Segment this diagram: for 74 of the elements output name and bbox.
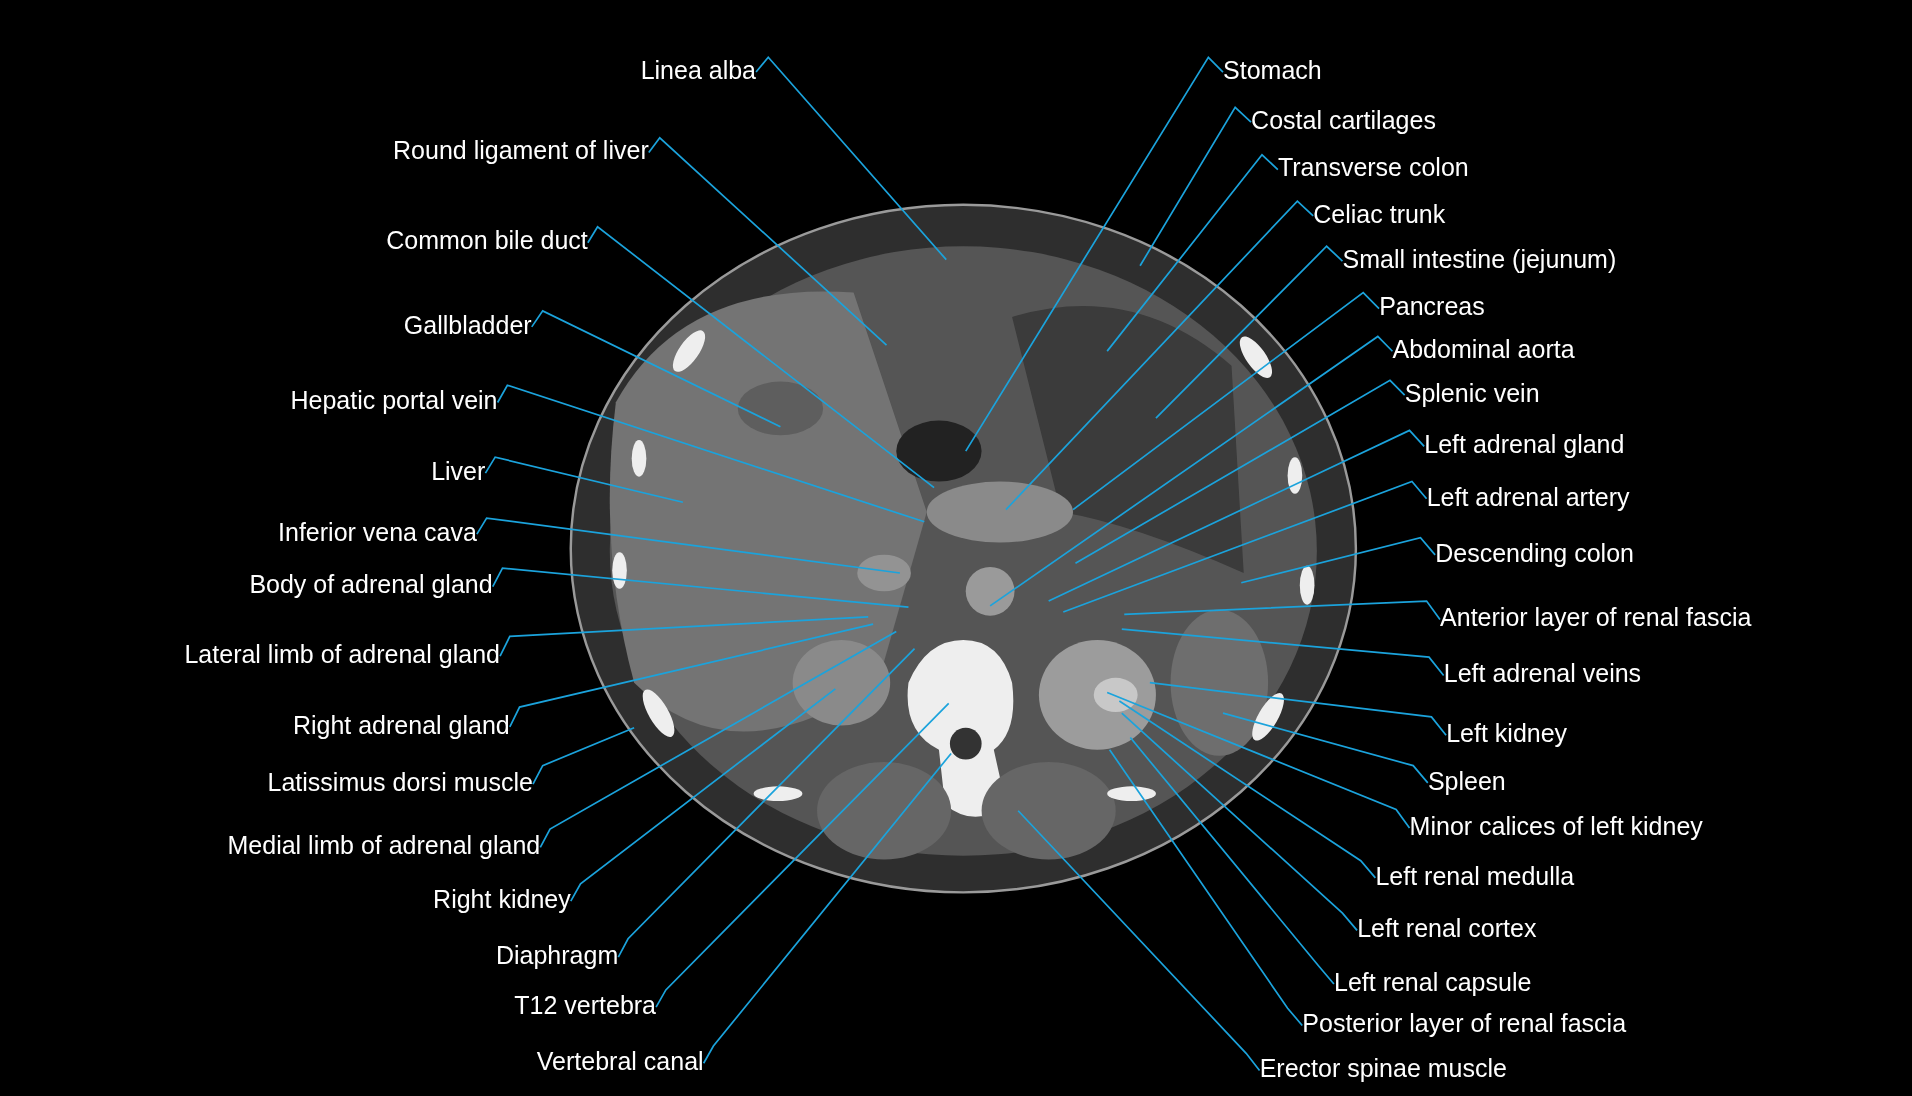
- structure-label: Right kidney: [433, 886, 571, 914]
- leader-line: [1155, 245, 1344, 419]
- leader-line: [586, 225, 935, 489]
- leader-line: [1123, 600, 1441, 621]
- leader-line: [1240, 536, 1436, 584]
- structure-label: Erector spinae muscle: [1259, 1055, 1507, 1084]
- leader-line: [1074, 379, 1406, 565]
- leader-line: [1108, 748, 1304, 1027]
- leader-line: [655, 702, 950, 1008]
- leader-line: [1118, 700, 1377, 879]
- leader-line: [647, 136, 888, 346]
- leader-line: [617, 647, 916, 959]
- structure-label: Pancreas: [1379, 293, 1485, 322]
- leader-line: [1106, 691, 1411, 829]
- structure-label: Lateral limb of adrenal gland: [184, 641, 500, 669]
- structure-label: Left kidney: [1446, 720, 1568, 748]
- leader-line: [532, 726, 635, 785]
- structure-label: Splenic vein: [1404, 380, 1540, 408]
- structure-label: Spleen: [1427, 767, 1506, 796]
- leader-line: [484, 456, 684, 504]
- structure-label: Round ligament of liver: [393, 137, 649, 165]
- leader-line: [1129, 736, 1335, 985]
- leader-line: [1120, 628, 1445, 677]
- leader-line: [569, 687, 837, 902]
- structure-label: Inferior vena cava: [278, 519, 477, 547]
- leader-line: [491, 567, 910, 608]
- structure-label: Stomach: [1223, 56, 1322, 85]
- leader-line: [1005, 199, 1315, 511]
- leader-line: [702, 752, 952, 1065]
- leader-line: [539, 630, 898, 849]
- structure-label: Small intestine (jejunum): [1342, 245, 1617, 274]
- leader-line: [1106, 153, 1279, 352]
- structure-label: Costal cartilages: [1251, 106, 1436, 135]
- leader-line: [1062, 480, 1428, 613]
- leader-line: [1072, 291, 1380, 511]
- structure-label: Hepatic portal vein: [290, 387, 498, 415]
- leader-line: [1120, 712, 1358, 932]
- structure-label: Liver: [431, 458, 486, 486]
- structure-label: Left renal medulla: [1375, 863, 1575, 891]
- structure-label: Abdominal aorta: [1392, 336, 1575, 364]
- structure-label: Descending colon: [1435, 539, 1634, 568]
- structure-label: Right adrenal gland: [292, 711, 510, 740]
- leader-line: [499, 616, 870, 657]
- structure-label: Left adrenal veins: [1443, 660, 1642, 689]
- structure-label: Latissimus dorsi muscle: [267, 769, 533, 797]
- structure-label: Celiac trunk: [1313, 200, 1446, 229]
- leader-line: [496, 384, 926, 523]
- structure-label: Body of adrenal gland: [249, 571, 493, 600]
- leader-line: [508, 623, 874, 728]
- leader-line: [1139, 105, 1252, 267]
- structure-label: Transverse colon: [1277, 154, 1469, 182]
- structure-label: Gallbladder: [403, 311, 532, 340]
- structure-label: Minor calices of left kidney: [1409, 813, 1703, 841]
- leader-line: [1017, 809, 1261, 1072]
- leader-line: [1149, 681, 1447, 737]
- leader-line: [476, 517, 901, 574]
- structure-label: Anterior layer of renal fascia: [1440, 604, 1752, 632]
- structure-label: Left renal cortex: [1357, 915, 1537, 943]
- structure-label: Left adrenal artery: [1426, 483, 1630, 512]
- leader-line: [989, 335, 1394, 607]
- structure-label: Left adrenal gland: [1424, 431, 1625, 459]
- structure-label: Medial limb of adrenal gland: [227, 832, 541, 860]
- structure-label: Linea alba: [640, 56, 757, 85]
- structure-label: Posterior layer of renal fascia: [1302, 1010, 1627, 1039]
- structure-label: T12 vertebra: [514, 992, 657, 1020]
- structure-label: Vertebral canal: [536, 1048, 704, 1076]
- leader-line: [1222, 712, 1429, 784]
- leader-line: [1047, 429, 1425, 602]
- leader-line: [964, 55, 1224, 452]
- structure-label: Common bile duct: [386, 227, 588, 256]
- leader-line: [530, 309, 782, 428]
- leader-line: [755, 56, 948, 261]
- structure-label: Left renal capsule: [1334, 969, 1532, 997]
- structure-label: Diaphragm: [495, 942, 619, 970]
